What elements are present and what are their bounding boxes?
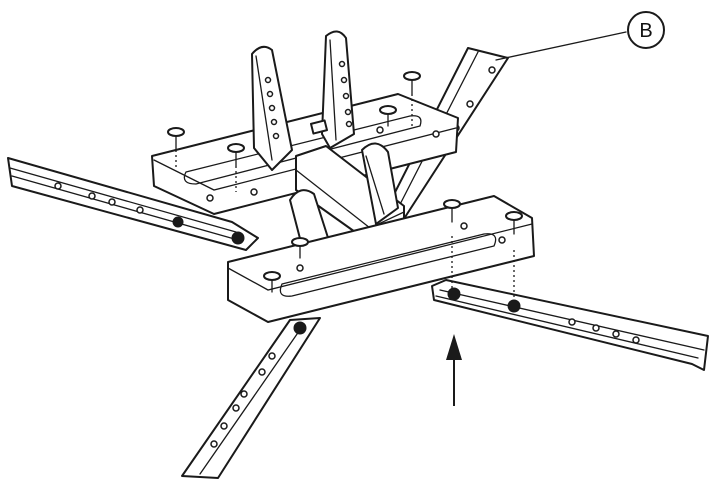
- callout-b: B: [495, 11, 665, 61]
- front-left-rail: [181, 317, 321, 479]
- upright-fin-left: [251, 45, 293, 171]
- screw: [403, 71, 421, 128]
- screws: [167, 71, 523, 300]
- screw: [227, 143, 245, 192]
- left-rail: [7, 157, 259, 251]
- callout-circle: [627, 11, 665, 49]
- screw: [167, 127, 185, 168]
- front-plate: [227, 195, 535, 323]
- callout-label: B: [639, 20, 652, 42]
- front-right-rail: [431, 279, 709, 371]
- screw: [505, 211, 523, 300]
- screw: [379, 105, 397, 127]
- upright-fin-right: [309, 30, 355, 149]
- up-arrow-icon: [446, 334, 462, 406]
- screw: [443, 199, 461, 288]
- screw: [263, 271, 281, 293]
- screw: [291, 237, 309, 259]
